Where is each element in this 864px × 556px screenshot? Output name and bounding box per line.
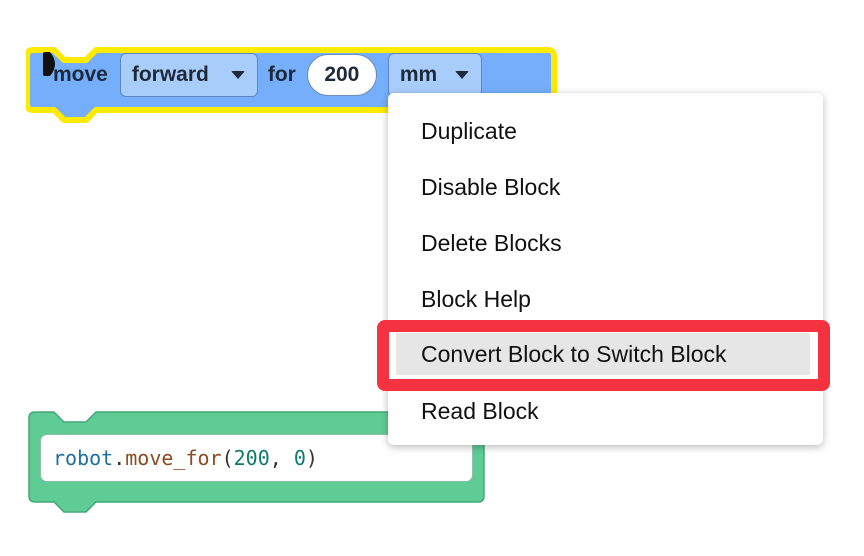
code-function: move_for: [125, 446, 222, 470]
unit-dropdown[interactable]: mm: [387, 53, 482, 97]
move-for-block[interactable]: move forward for 200 mm: [26, 36, 558, 124]
code-object: robot: [53, 446, 114, 470]
menu-item-read-block[interactable]: Read Block: [421, 397, 539, 424]
caret-down-icon: [230, 71, 245, 79]
code-comma: ,: [269, 446, 294, 470]
play-icon[interactable]: [42, 50, 62, 78]
python-code-block[interactable]: robot.move_for(200, 0): [28, 410, 486, 514]
menu-item-duplicate[interactable]: Duplicate: [421, 117, 517, 144]
for-label: for: [267, 63, 296, 86]
distance-input[interactable]: 200: [306, 54, 377, 96]
direction-dropdown[interactable]: forward: [119, 53, 258, 97]
menu-item-delete-blocks[interactable]: Delete Blocks: [421, 229, 562, 256]
caret-down-icon: [454, 71, 469, 79]
code-dot: .: [113, 446, 126, 470]
menu-item-disable-block[interactable]: Disable Block: [421, 173, 561, 200]
code-open-paren: (: [221, 446, 234, 470]
unit-value: mm: [399, 63, 438, 86]
code-arg-heading: 0: [293, 446, 306, 470]
menu-item-block-help[interactable]: Block Help: [421, 285, 531, 312]
code-close-paren: ): [305, 446, 318, 470]
menu-item-convert-to-switch-block[interactable]: Convert Block to Switch Block: [396, 333, 810, 375]
code-arg-distance: 200: [233, 446, 270, 470]
block-context-menu: Duplicate Disable Block Delete Blocks Bl…: [388, 93, 823, 445]
move-label: move: [53, 63, 108, 86]
direction-value: forward: [131, 63, 209, 86]
